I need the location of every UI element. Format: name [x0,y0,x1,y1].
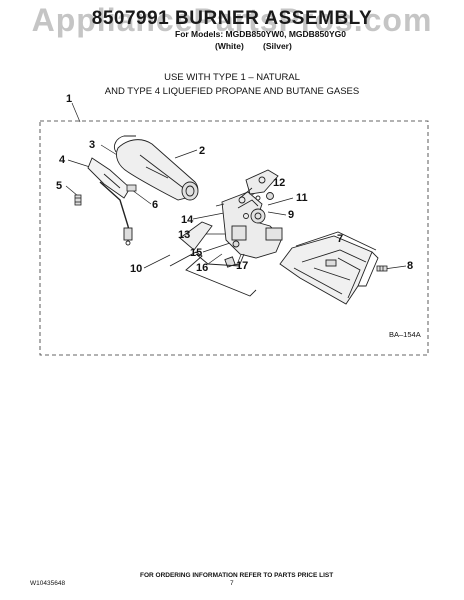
callout-14: 14 [181,214,194,226]
callout-10: 10 [130,263,142,275]
igniter-bracket-part [87,157,133,246]
assembly-outline [39,120,429,356]
callout-16: 16 [196,262,208,274]
burner-bracket-part [279,231,379,305]
orifice-tube-part [113,135,199,201]
usage-line-1: USE WITH TYPE 1 – NATURAL [164,72,300,83]
page-title: 8507991 BURNER ASSEMBLY [91,8,373,29]
callout-4: 4 [59,154,66,166]
callout-3: 3 [89,139,95,151]
models-line: For Models: MGDB850YW0, MGDB850YG0 [175,29,346,39]
footer-page-number: 7 [230,580,234,587]
solenoid-coil-part [239,169,279,201]
callout-7: 7 [337,233,343,245]
color-silver: (Silver) [263,41,292,51]
figure-code: BA–154A [389,330,421,339]
callout-11: 11 [296,192,308,204]
screw-parts [74,184,388,272]
footer-ordering-note: FOR ORDERING INFORMATION REFER TO PARTS … [140,572,334,579]
gas-valve-part [215,191,283,268]
callout-8: 8 [407,260,413,272]
footer-doc-number: W10435648 [30,580,66,587]
callout-17: 17 [236,260,248,272]
callout-5: 5 [56,180,62,192]
watermark: AppliancePartsPros.com [31,2,433,38]
callout-12: 12 [273,177,285,189]
callout-15: 15 [190,247,202,259]
callout-1: 1 [66,93,72,105]
color-white: (White) [215,41,244,51]
callout-labels: 1 2 3 4 5 6 7 8 9 10 11 12 13 14 15 16 1… [56,93,413,275]
callout-2: 2 [199,145,205,157]
callout-6: 6 [152,199,158,211]
usage-line-2: AND TYPE 4 LIQUEFIED PROPANE AND BUTANE … [104,86,360,97]
bracket-plate-part [169,221,257,297]
callout-9: 9 [288,209,294,221]
callout-13: 13 [178,229,190,241]
